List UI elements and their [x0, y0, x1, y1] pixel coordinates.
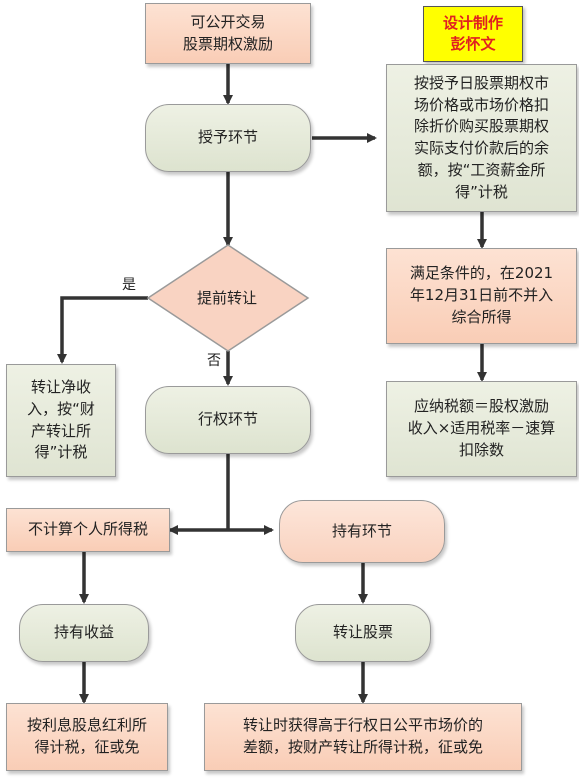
exercise-label: 行权环节 [197, 410, 258, 429]
sell-tax-line1: 转让时获得高于行权日公平市场价的 [242, 716, 483, 735]
stamp-line1: 设计制作 [442, 14, 503, 32]
transfer-net-line2: 入，按“财 [27, 399, 95, 418]
transfer-net-line4: 得”计税 [34, 443, 88, 462]
grant-tax-box: 按授予日股票期权市 场价格或市场价格扣 除折价购买股票期权 实际支付价款后的余 … [386, 64, 577, 212]
formula-line3: 扣除数 [458, 440, 504, 459]
transfer-net-box: 转让净收 入，按“财 产转让所 得”计税 [6, 364, 116, 477]
stamp-line2: 彭怀文 [450, 35, 496, 53]
condition-line1: 满足条件的，在2021 [409, 264, 554, 283]
yes-label: 是 [122, 277, 136, 293]
grant-tax-line5: 额，按“工资薪金所 [417, 160, 546, 179]
early-transfer-label: 提前转让 [196, 289, 257, 307]
start-line2: 股票期权激励 [182, 34, 273, 53]
grant-tax-line6: 得”计税 [455, 182, 508, 201]
exercise-stage: 行权环节 [145, 386, 311, 454]
sell-stock-label: 转让股票 [332, 623, 393, 642]
holding-stage: 持有环节 [279, 500, 445, 563]
grant-tax-line1: 按授予日股票期权市 [413, 73, 549, 92]
formula-box: 应纳税额＝股权激励 收入×适用税率－速算 扣除数 [386, 381, 577, 477]
formula-line2: 收入×适用税率－速算 [407, 419, 556, 438]
no-tax-label: 不计算个人所得税 [27, 520, 148, 539]
transfer-net-line3: 产转让所 [30, 421, 91, 440]
dividend-line2: 得计税，征或免 [34, 738, 140, 756]
sell-stock-stage: 转让股票 [295, 604, 431, 662]
sell-tax-line2: 差额，按财产转让所得计税，征或免 [242, 738, 483, 756]
sell-tax-box: 转让时获得高于行权日公平市场价的 差额，按财产转让所得计税，征或免 [204, 703, 522, 771]
grant-tax-line3: 除折价购买股票期权 [413, 117, 549, 136]
holding-label: 持有环节 [331, 521, 392, 540]
dividend-tax-box: 按利息股息红利所 得计税，征或免 [6, 703, 168, 771]
formula-line1: 应纳税额＝股权激励 [413, 397, 549, 416]
condition-line3: 综合所得 [451, 307, 512, 326]
grant-tax-line2: 场价格或市场价格扣 [413, 95, 549, 114]
holding-income-stage: 持有收益 [19, 604, 149, 662]
start-line1: 可公开交易 [190, 12, 266, 31]
condition-line2: 年12月31日前不并入 [409, 286, 554, 305]
holding-income-label: 持有收益 [53, 623, 114, 642]
no-tax-box: 不计算个人所得税 [6, 508, 170, 552]
arrow-yes-to-transfer [57, 296, 148, 364]
transfer-net-line1: 转让净收 [30, 378, 91, 396]
author-stamp: 设计制作 彭怀文 [423, 6, 523, 62]
no-label: 否 [207, 353, 221, 369]
grant-label: 授予环节 [197, 128, 258, 147]
grant-tax-line4: 实际支付价款后的余 [413, 139, 549, 157]
condition-box: 满足条件的，在2021 年12月31日前不并入 综合所得 [386, 248, 577, 344]
grant-stage: 授予环节 [145, 104, 311, 172]
start-box: 可公开交易 股票期权激励 [145, 3, 311, 64]
dividend-line1: 按利息股息红利所 [26, 716, 147, 735]
decision-diamond-early-transfer [146, 244, 310, 352]
